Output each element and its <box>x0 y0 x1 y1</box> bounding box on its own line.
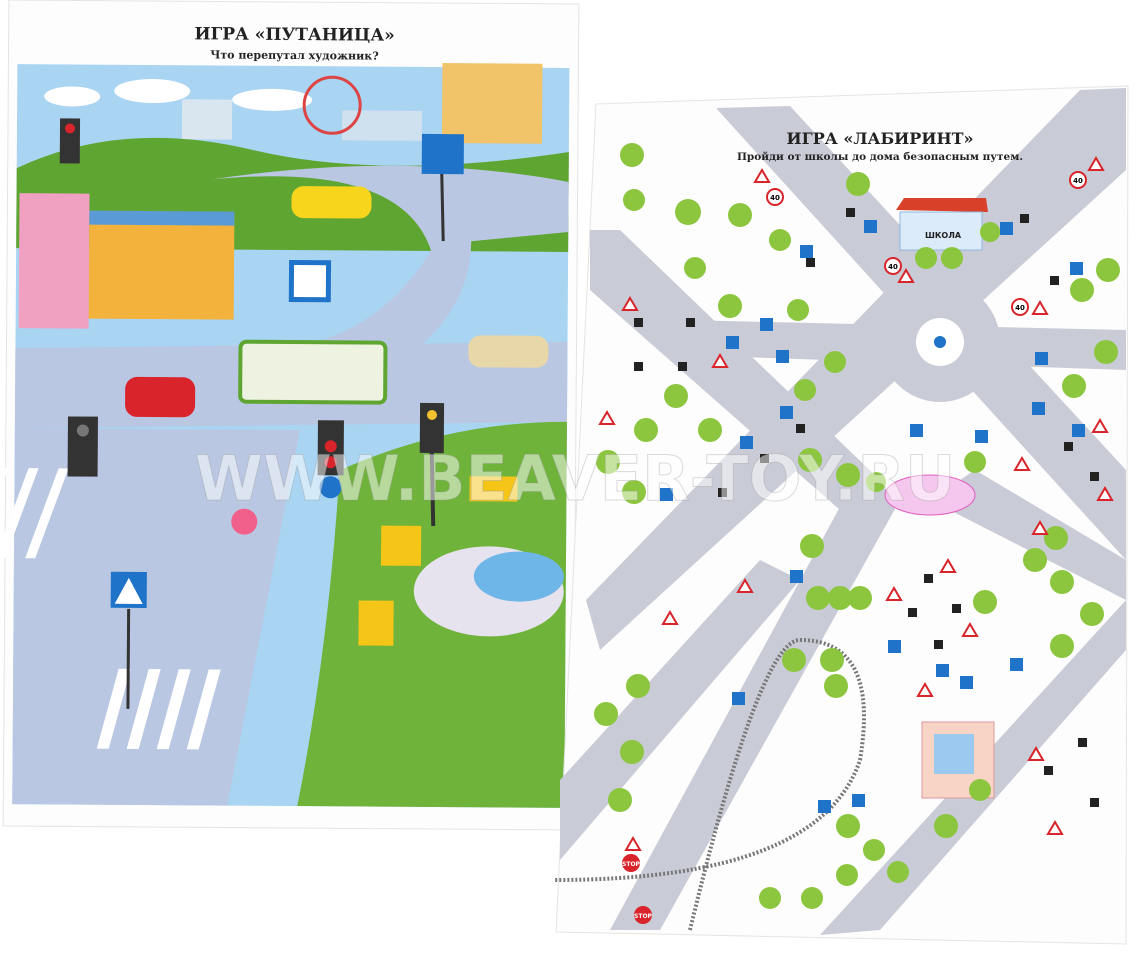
speed-limit-sign: 40 <box>766 188 784 206</box>
traffic-light <box>419 402 445 527</box>
svg-text:40: 40 <box>770 194 780 202</box>
ferris-wheel <box>302 75 362 135</box>
traffic-light <box>67 416 98 477</box>
left-sheet-title: ИГРА «ПУТАНИЦА» <box>194 24 394 45</box>
red-car <box>125 376 196 418</box>
school-building: ШКОЛА <box>896 198 988 251</box>
school-label: ШКОЛА <box>925 231 962 240</box>
right-sheet: ИГРА «ЛАБИРИНТ» Пройди от школы до дома … <box>554 85 1129 945</box>
svg-text:STOP: STOP <box>622 861 641 868</box>
traffic-light <box>317 420 344 499</box>
svg-text:40: 40 <box>1015 304 1025 312</box>
roundabout-sign <box>934 336 946 348</box>
apartment-building <box>441 63 543 144</box>
street-illustration <box>0 63 570 808</box>
left-sheet: ИГРА «ПУТАНИЦА» Что перепутал художник? <box>0 0 580 831</box>
warning-signs <box>598 156 1114 851</box>
left-sheet-subtitle: Что перепутал художник? <box>210 48 378 62</box>
bench <box>380 525 422 566</box>
stop-sign: STOP <box>634 906 653 924</box>
fountain <box>884 474 976 516</box>
beige-car <box>468 335 549 368</box>
svg-text:STOP: STOP <box>634 913 653 920</box>
speed-limit-sign: 40 <box>1069 171 1087 189</box>
trees <box>594 143 1120 909</box>
pedestrian-crossing-sign <box>421 133 464 242</box>
bus <box>238 339 388 405</box>
pedestrian-crossing-signs <box>660 220 1085 813</box>
balloon <box>231 508 258 535</box>
watermark: WWW.BEAVER-TOY.RU <box>195 442 956 515</box>
pedestrian-crossing-sign <box>288 259 332 303</box>
fountain <box>473 551 564 602</box>
pink-house <box>18 193 90 329</box>
bench <box>469 476 518 502</box>
right-sheet-title: ИГРА «ЛАБИРИНТ» <box>787 129 974 148</box>
svg-text:40: 40 <box>1073 177 1083 185</box>
crosswalks <box>0 467 221 750</box>
kindergarten-building <box>88 218 235 320</box>
right-sheet-subtitle: Пройди от школы до дома безопасным путем… <box>737 151 1023 163</box>
traffic-light <box>59 118 81 164</box>
speed-limit-sign: 40 <box>1011 298 1029 316</box>
bench <box>358 600 394 646</box>
stop-sign: STOP <box>622 854 641 872</box>
railway-track <box>554 637 866 931</box>
traffic-lights <box>634 208 1099 807</box>
speed-limit-sign: 40 <box>884 257 902 275</box>
svg-text:40: 40 <box>888 263 898 271</box>
yellow-car <box>291 186 372 219</box>
pedestrian-crossing-sign <box>110 571 147 709</box>
